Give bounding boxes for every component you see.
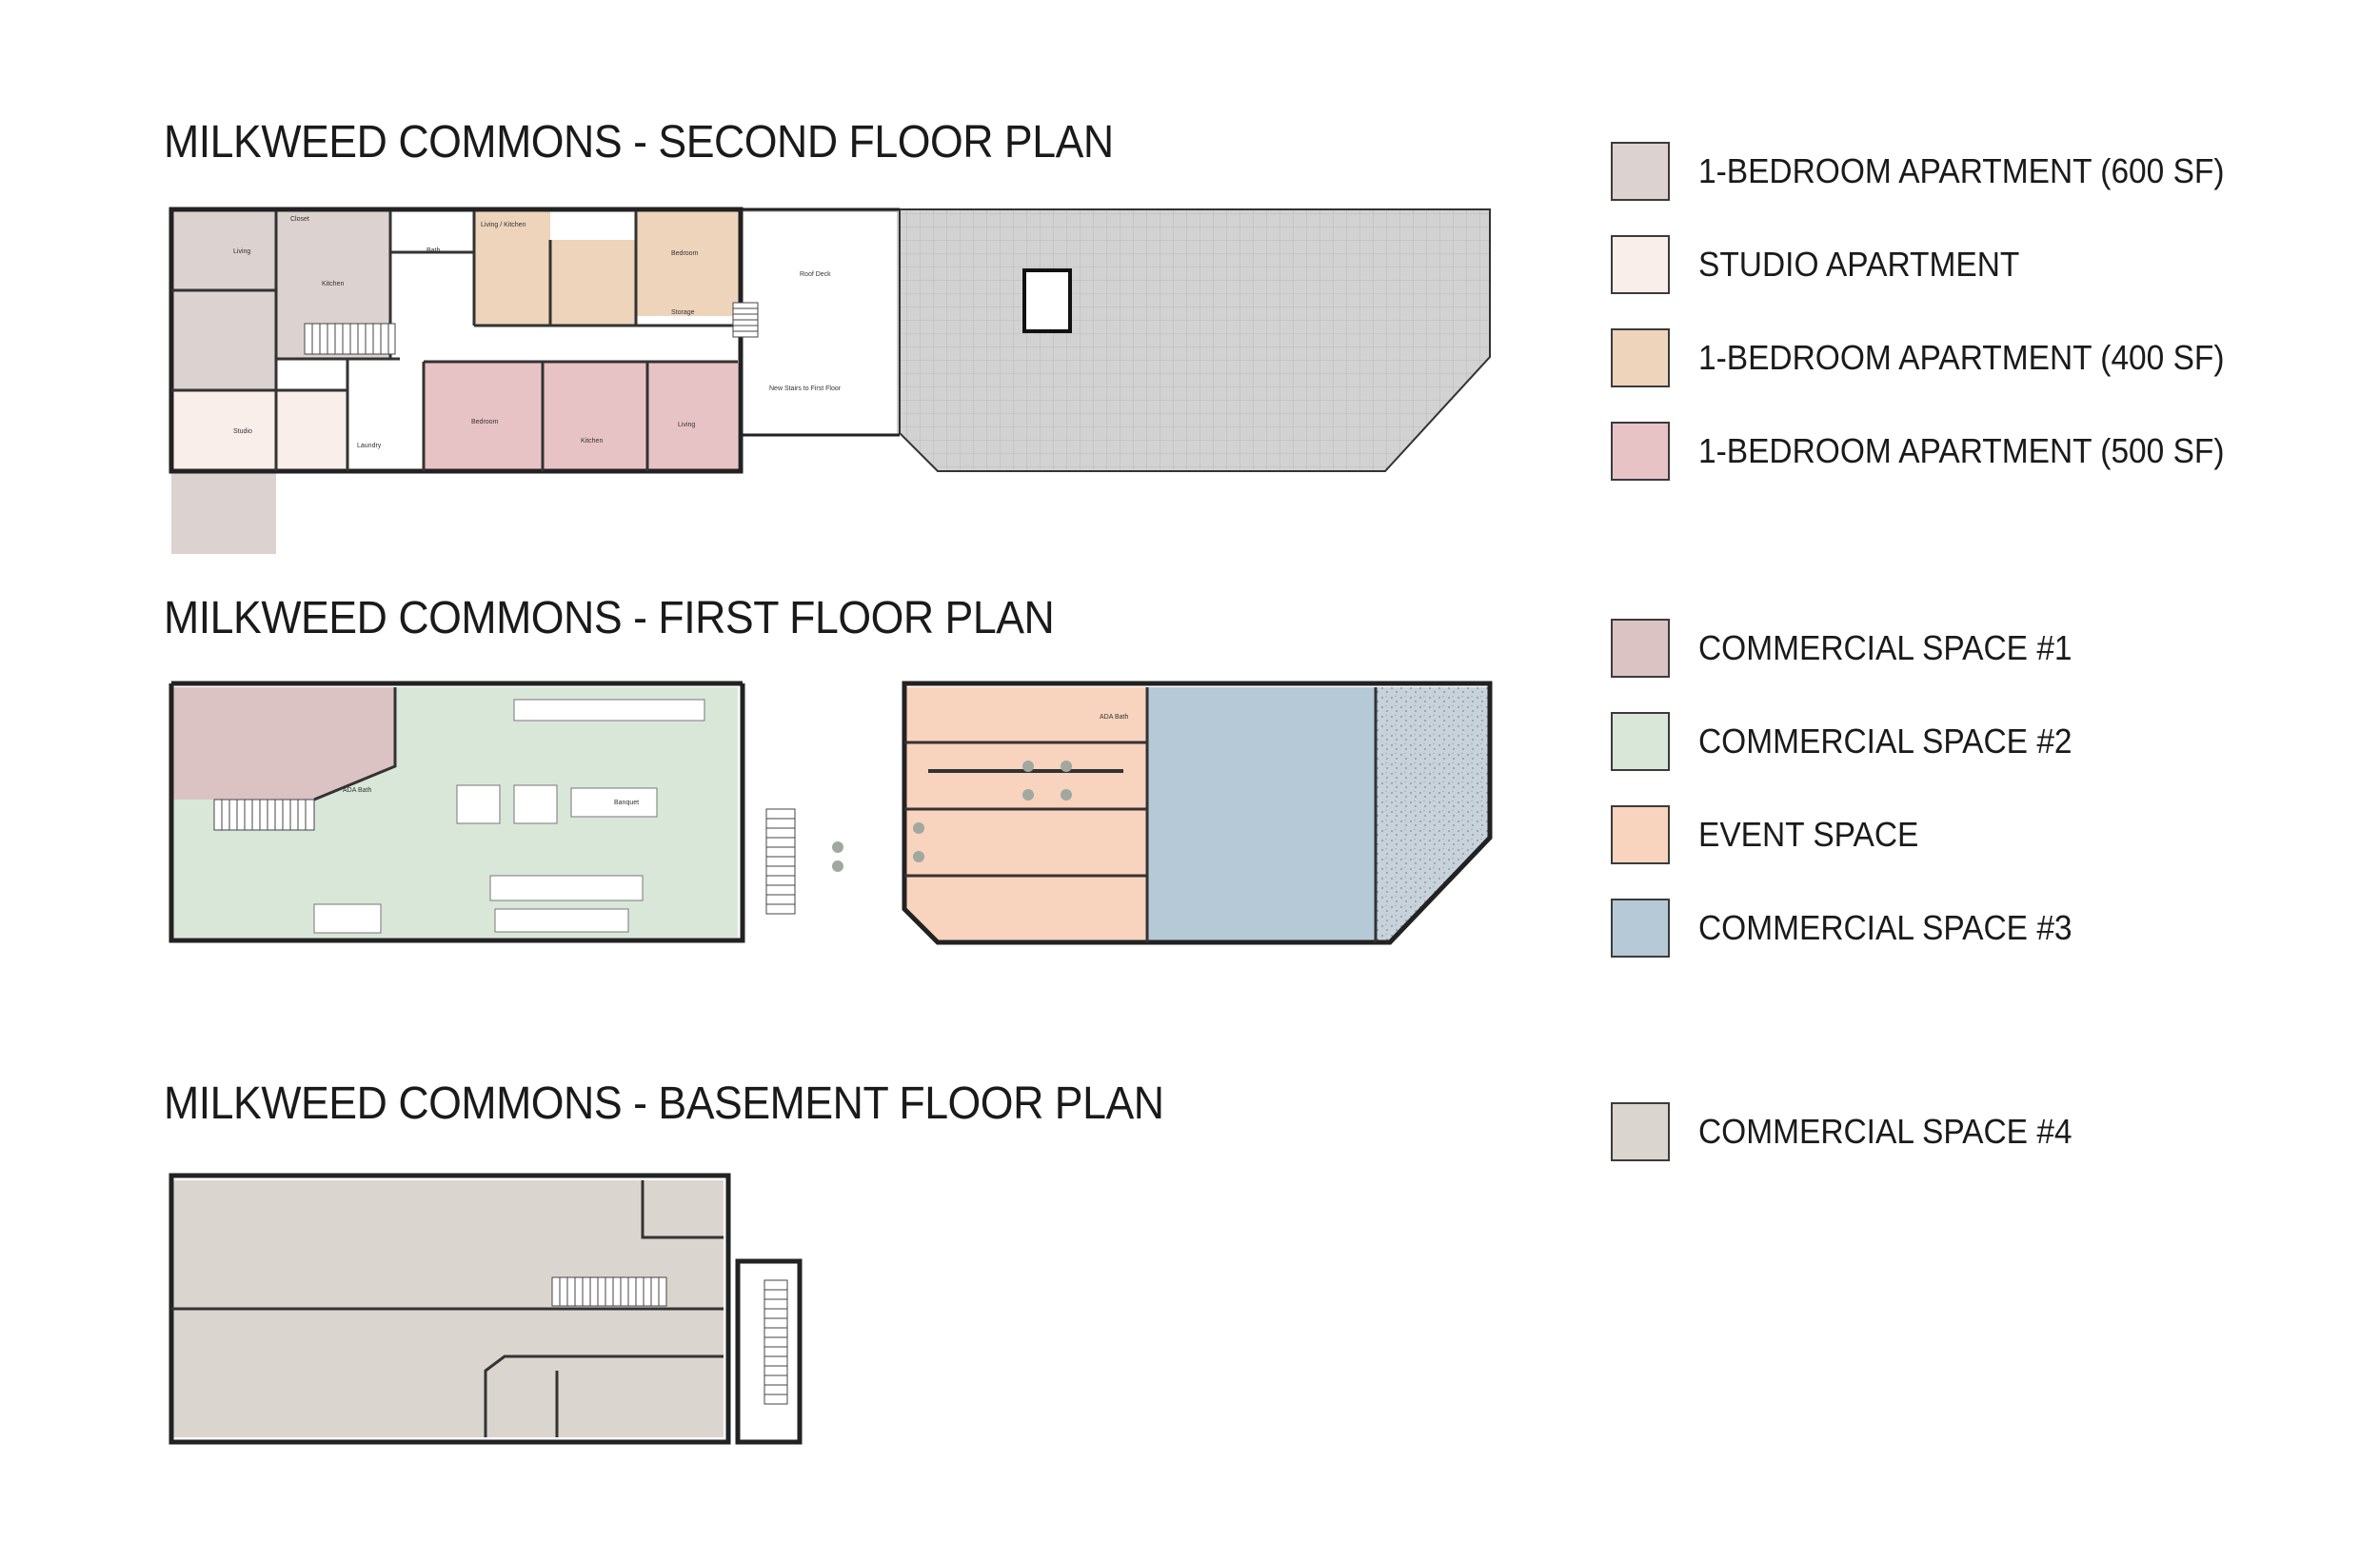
second-floor-plan: Living Closet Kitchen Bath Living / Kitc… <box>169 207 1491 554</box>
roof-hatch <box>1022 268 1072 333</box>
legend-swatch <box>1611 805 1670 864</box>
commercial-space-3 <box>1147 687 1376 942</box>
label-roof-deck: Roof Deck <box>800 271 831 278</box>
label-living: Living <box>233 248 250 255</box>
courtyard <box>738 687 904 911</box>
label-storage: Storage <box>671 309 695 316</box>
apartment-400sf-bath <box>550 240 636 326</box>
label-studio: Studio <box>233 428 252 435</box>
label-ada-bath: ADA Bath <box>343 787 371 794</box>
apartment-500sf-bedroom <box>424 362 543 471</box>
first-floor-plan: Banquet ADA Bath ADA Bath <box>169 681 1493 945</box>
legend-swatch <box>1611 899 1670 958</box>
legend-swatch <box>1611 142 1670 201</box>
commercial-space-2 <box>171 687 738 938</box>
label-laundry: Laundry <box>357 443 382 449</box>
legend-label: COMMERCIAL SPACE #1 <box>1698 628 2073 667</box>
label-bedroom-2: Bedroom <box>471 419 499 425</box>
legend-swatch <box>1611 712 1670 771</box>
label-closet: Closet <box>290 216 309 223</box>
legend-studio: STUDIO APARTMENT <box>1611 233 2044 296</box>
label-living-kitchen: Living / Kitchen <box>481 222 526 228</box>
apartment-400sf-living <box>474 211 550 326</box>
legend-swatch <box>1611 328 1670 387</box>
legend-label: 1-BEDROOM APARTMENT (400 SF) <box>1698 338 2225 377</box>
legend-label: 1-BEDROOM APARTMENT (500 SF) <box>1698 431 2225 470</box>
label-ada-bath-2: ADA Bath <box>1100 714 1128 721</box>
commercial-space-1 <box>171 687 395 800</box>
label-kitchen: Kitchen <box>322 281 344 287</box>
legend-swatch <box>1611 422 1670 481</box>
apartment-500sf-kitchen <box>543 362 647 471</box>
second-floor-plan-title: MILKWEED COMMONS - SECOND FLOOR PLAN <box>164 117 1114 168</box>
label-banquet: Banquet <box>614 800 639 806</box>
legend-event-space: EVENT SPACE <box>1611 803 1935 866</box>
legend-1bed-600sf: 1-BEDROOM APARTMENT (600 SF) <box>1611 140 2264 203</box>
legend-1bed-500sf: 1-BEDROOM APARTMENT (500 SF) <box>1611 420 2264 483</box>
label-living-2: Living <box>678 422 695 428</box>
legend-swatch <box>1611 619 1670 678</box>
first-floor-plan-title: MILKWEED COMMONS - FIRST FLOOR PLAN <box>164 593 1055 643</box>
legend-label: COMMERCIAL SPACE #3 <box>1698 908 2073 947</box>
legend-commercial-3: COMMERCIAL SPACE #3 <box>1611 897 2100 959</box>
roof-deck <box>740 210 899 436</box>
studio-apartment-room <box>171 390 276 471</box>
legend-commercial-2: COMMERCIAL SPACE #2 <box>1611 710 2100 773</box>
apartment-600sf-living <box>171 211 276 554</box>
legend-label: 1-BEDROOM APARTMENT (600 SF) <box>1698 151 2225 190</box>
legend-label: COMMERCIAL SPACE #4 <box>1698 1112 2073 1151</box>
legend-label: STUDIO APARTMENT <box>1698 245 2020 284</box>
legend-label: EVENT SPACE <box>1698 815 1919 854</box>
legend-swatch <box>1611 235 1670 294</box>
roof <box>899 208 1491 472</box>
label-bedroom: Bedroom <box>671 250 699 257</box>
apartment-400sf-bedroom <box>636 211 741 316</box>
basement-floor-plan <box>169 1173 803 1445</box>
basement-floor-plan-title: MILKWEED COMMONS - BASEMENT FLOOR PLAN <box>164 1078 1164 1129</box>
studio-apartment-bath <box>276 390 347 471</box>
label-bath: Bath <box>426 247 441 254</box>
event-space <box>904 687 1147 942</box>
commercial-space-3-patio <box>1376 687 1490 942</box>
legend-label: COMMERCIAL SPACE #2 <box>1698 722 2073 761</box>
legend-commercial-1: COMMERCIAL SPACE #1 <box>1611 617 2100 680</box>
legend-commercial-4: COMMERCIAL SPACE #4 <box>1611 1100 2100 1163</box>
legend-swatch <box>1611 1102 1670 1161</box>
legend-1bed-400sf: 1-BEDROOM APARTMENT (400 SF) <box>1611 326 2264 389</box>
apartment-500sf-living <box>647 362 738 471</box>
label-new-stairs: New Stairs to First Floor <box>769 386 842 392</box>
label-kitchen-2: Kitchen <box>581 438 603 445</box>
